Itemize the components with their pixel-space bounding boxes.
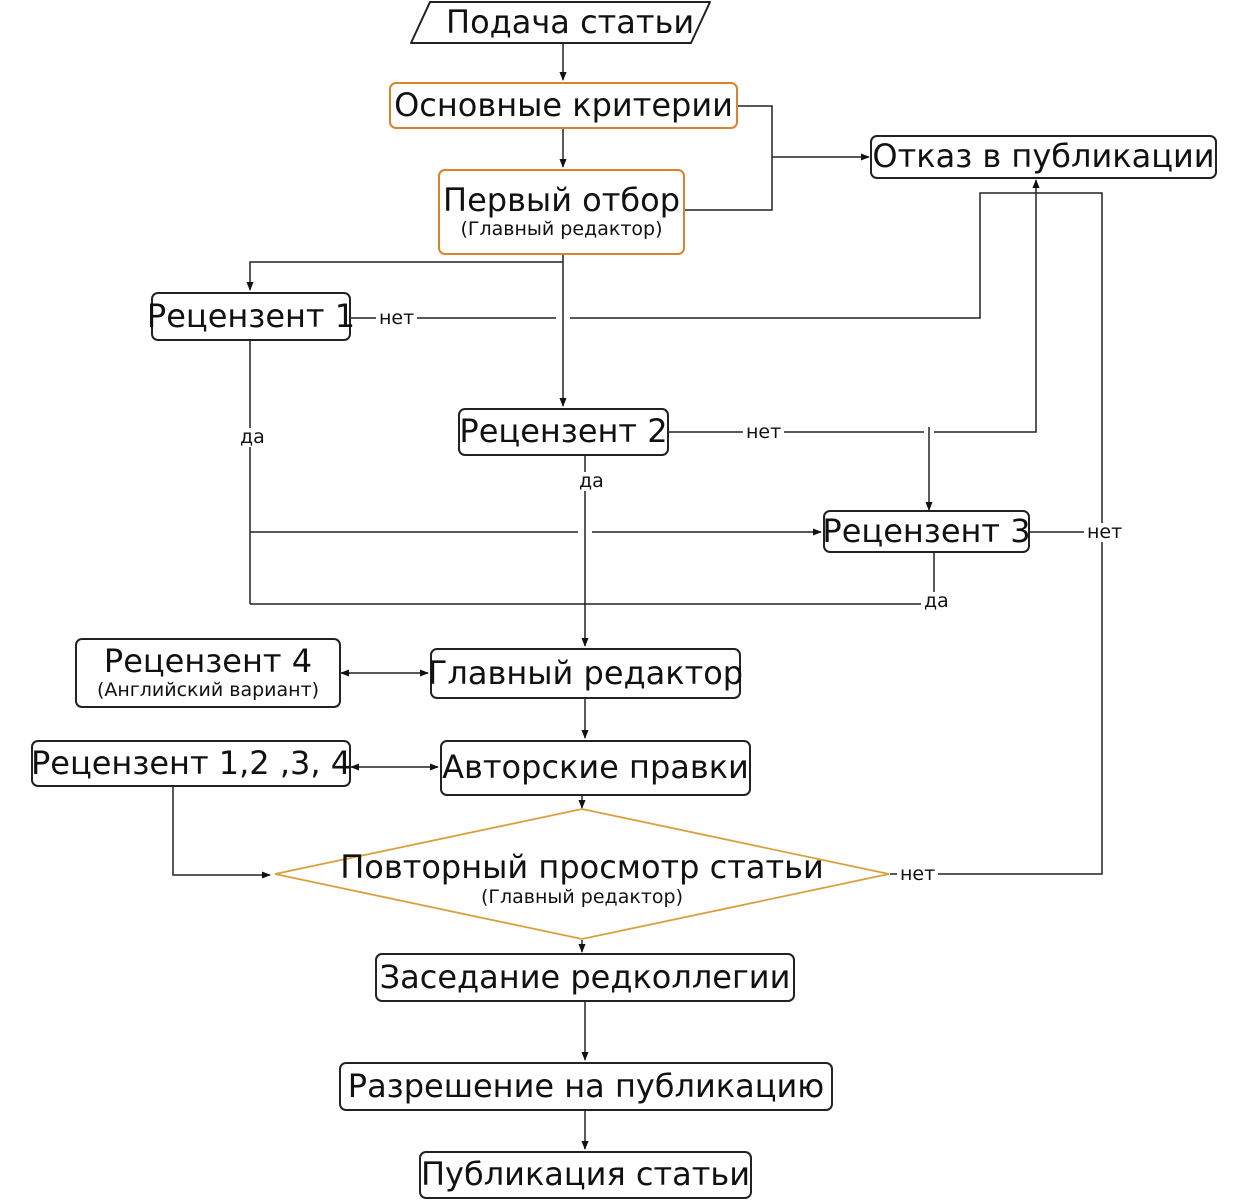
first-selection-label: Первый отбор (443, 181, 680, 220)
rereview-diamond (274, 808, 890, 940)
reviewer3-yes-label: да (921, 592, 952, 611)
edge-first-reviewer1 (246, 261, 563, 291)
first-selection-sublabel: (Главный редактор) (460, 217, 663, 240)
submission-label: Подача статьи (446, 3, 695, 41)
reviewer3-label: Рецензент 3 (822, 511, 1031, 550)
board-meeting-box: Заседание редколлегии (375, 953, 795, 1002)
publication-box: Публикация статьи (419, 1151, 752, 1199)
reviewer4-sublabel: (Английский вариант) (96, 678, 320, 701)
rejection-box: Отказ в публикации (870, 135, 1217, 179)
chief-editor-label: Главный редактор (427, 653, 744, 692)
rereview-text: Повторный просмотр статьи (Главный редак… (332, 848, 832, 909)
edge-criteria-reject (685, 105, 773, 211)
edge-r2-no (669, 179, 1040, 433)
first-selection-box: Первый отбор (Главный редактор) (438, 169, 685, 255)
rejection-label: Отказ в публикации (872, 137, 1215, 176)
reviewer1-box: Рецензент 1 (147, 292, 355, 341)
reviewer4-box: Рецензент 4 (Английский вариант) (75, 638, 341, 708)
reviewer1-yes-label: да (237, 428, 268, 447)
reviewer3-no-label: нет (1084, 523, 1126, 542)
edge-all-rereview (172, 786, 271, 879)
author-edits-box: Авторские правки (440, 740, 751, 796)
reviewer2-box: Рецензент 2 (458, 408, 669, 456)
reviewers-all-label: Рецензент 1,2 ,3, 4 (30, 743, 352, 782)
reviewer4-label: Рецензент 4 (103, 642, 313, 681)
rereview-label: Повторный просмотр статьи (340, 848, 824, 886)
permission-label: Разрешение на публикацию (347, 1066, 825, 1105)
edge-r3-yes (250, 552, 935, 605)
reviewer1-label: Рецензент 1 (146, 296, 356, 335)
reviewer1-no-label: нет (376, 309, 418, 328)
edge-r1-no (350, 192, 1038, 319)
rereview-sublabel: (Главный редактор) (481, 886, 683, 909)
main-criteria-box: Основные критерии (389, 82, 738, 129)
reviewer2-no-label: нет (743, 423, 785, 442)
rereview-no-label: нет (897, 865, 939, 884)
permission-box: Разрешение на публикацию (339, 1062, 833, 1111)
reviewers-all-box: Рецензент 1,2 ,3, 4 (31, 740, 351, 787)
chief-editor-box: Главный редактор (427, 648, 744, 699)
reviewer3-box: Рецензент 3 (822, 510, 1031, 553)
author-edits-label: Авторские правки (442, 748, 749, 787)
main-criteria-label: Основные критерии (394, 85, 733, 124)
reviewer2-label: Рецензент 2 (459, 412, 668, 451)
submission-shape (410, 1, 711, 44)
publication-label: Публикация статьи (420, 1155, 751, 1194)
reviewer2-yes-label: да (576, 472, 607, 491)
board-meeting-label: Заседание редколлегии (379, 957, 791, 996)
